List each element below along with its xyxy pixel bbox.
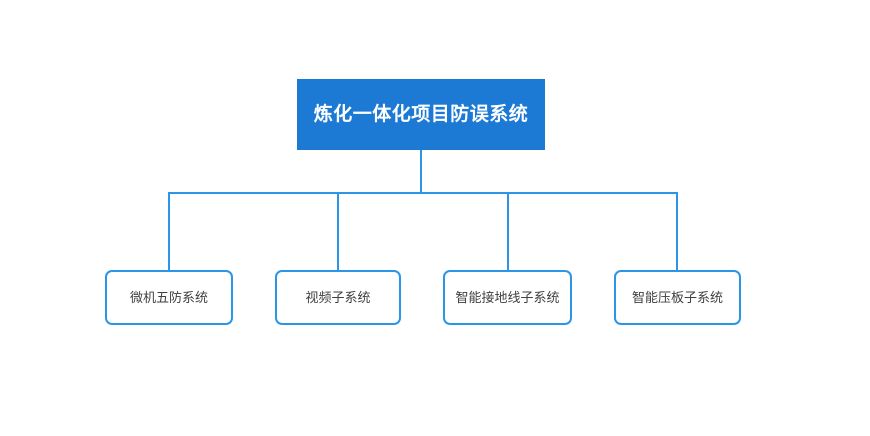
child-node-2[interactable]: 视频子系统 [275, 270, 401, 325]
child-node-3[interactable]: 智能接地线子系统 [443, 270, 572, 325]
child-node-2-label: 视频子系统 [305, 290, 371, 305]
child-node-1[interactable]: 微机五防系统 [105, 270, 233, 325]
connector-drop-2 [337, 192, 339, 270]
child-node-1-label: 微机五防系统 [129, 290, 208, 305]
child-node-4-label: 智能压板子系统 [631, 290, 723, 305]
connector-horizontal-bus [168, 192, 677, 194]
root-node[interactable]: 炼化一体化项目防误系统 [297, 79, 545, 150]
connector-drop-4 [676, 192, 678, 270]
connector-drop-3 [507, 192, 509, 270]
child-node-3-label: 智能接地线子系统 [455, 290, 560, 305]
root-node-label: 炼化一体化项目防误系统 [313, 104, 529, 125]
connector-root-stem [420, 150, 422, 193]
connector-drop-1 [168, 192, 170, 270]
child-node-4[interactable]: 智能压板子系统 [614, 270, 741, 325]
